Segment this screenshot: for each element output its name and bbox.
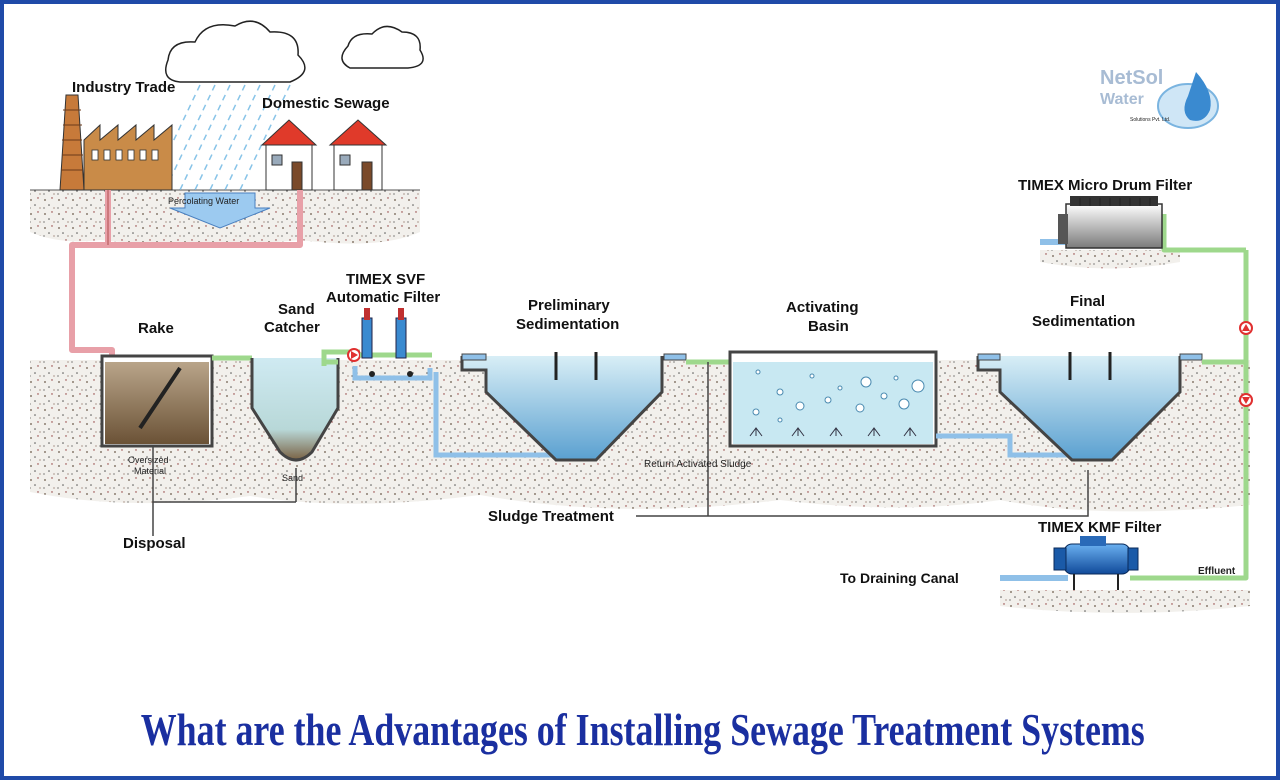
preliminary-tank (460, 352, 687, 462)
factory (59, 94, 173, 191)
label-draining: To Draining Canal (840, 570, 959, 586)
cloud-left (165, 20, 306, 83)
rain (149, 84, 291, 191)
logo-sub: Solutions Pvt. Ltd. (1130, 117, 1170, 123)
svf-filter (321, 308, 433, 381)
label-sludge-treatment: Sludge Treatment (488, 508, 614, 525)
label-sand: Sand (282, 473, 303, 483)
label-effluent: Effluent (1198, 566, 1236, 577)
label-sand-catcher-2: Catcher (264, 319, 320, 336)
label-kmf: TIMEX KMF Filter (1038, 519, 1161, 536)
activating-basin (728, 350, 938, 448)
label-sand-catcher-1: Sand (278, 301, 315, 318)
label-disposal: Disposal (123, 535, 186, 552)
label-prelim-1: Preliminary (528, 297, 610, 314)
cloud-right (341, 25, 424, 69)
label-oversized-2: Material (134, 466, 166, 476)
label-micro-drum: TIMEX Micro Drum Filter (1018, 177, 1192, 194)
label-industry: Industry Trade (72, 79, 175, 96)
house-1 (260, 119, 318, 191)
label-return-sludge: Return Activated Sludge (644, 459, 752, 470)
sand-catcher (153, 358, 340, 503)
micro-drum-filter (1040, 196, 1163, 249)
label-oversized-1: Oversized (128, 455, 169, 465)
label-svf-1: TIMEX SVF (346, 271, 425, 288)
house-2 (328, 119, 388, 191)
label-final-2: Sedimentation (1032, 313, 1135, 330)
final-tank (976, 352, 1203, 462)
percolating-arrow (169, 192, 271, 229)
sludge-lines (636, 470, 1089, 517)
label-prelim-2: Sedimentation (516, 316, 619, 333)
rake-tank (100, 354, 214, 536)
pump-up (1239, 321, 1253, 335)
label-percolating: Percolating Water (168, 196, 239, 206)
logo-line2: Water (1100, 91, 1144, 108)
page-title: What are the Advantages of Installing Se… (140, 704, 1145, 755)
label-domestic: Domestic Sewage (262, 95, 390, 112)
kmf-filter (1000, 536, 1139, 590)
label-rake: Rake (138, 320, 174, 337)
logo-line1: NetSol (1100, 67, 1163, 89)
netsol-logo: NetSol Water Solutions Pvt. Ltd. (1100, 67, 1219, 129)
pump-down (1239, 393, 1253, 407)
effluent-pipes (1130, 214, 1249, 581)
label-activating-1: Activating (786, 299, 859, 316)
label-activating-2: Basin (808, 318, 849, 335)
label-final-1: Final (1070, 293, 1105, 310)
label-svf-2: Automatic Filter (326, 289, 440, 306)
